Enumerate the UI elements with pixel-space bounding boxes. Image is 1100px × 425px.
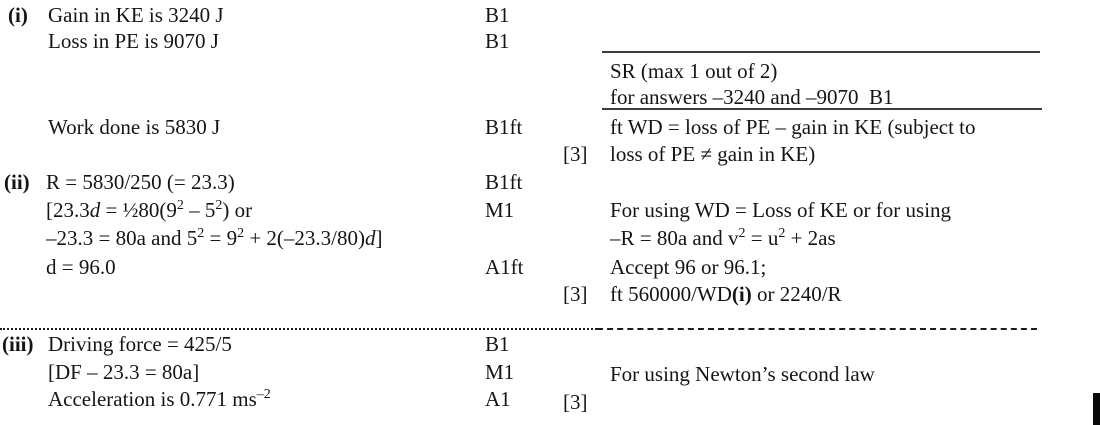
c2-sup: 2 [778,226,786,241]
working-d-result: d = 96.0 [46,255,116,279]
eq1-var-d: d [89,198,101,222]
part-label-i: (i) [8,3,28,27]
page-edge-artifact [1093,393,1100,425]
working-loss-pe: Loss in PE is 9070 J [48,29,219,53]
comment-ft-wd-1: ft WD = loss of PE – gain in KE (subject… [610,115,976,139]
mark-code-b1ft: B1ft [485,115,523,139]
eq1-text: = ½80(9 [100,198,177,222]
eq2-text: + 2(–23.3/80) [244,226,366,250]
comment-suvat-eq: –R = 80a and v2 = u2 + 2as [610,225,836,251]
section-divider-dotted [0,328,597,330]
part-i-total: [3] [563,142,588,166]
comment-accept: Accept 96 or 96.1; [610,255,767,279]
eq2-text: –23.3 = 80a and 5 [46,226,198,250]
comment-sr-detail: for answers –3240 and –9070 B1 [610,85,894,109]
mark-code-m1-2: M1 [485,360,515,384]
working-energy-eq: [23.3d = ½80(92 – 52) or [46,197,252,223]
comment-ft-wd-2: loss of PE ≠ gain in KE) [610,142,816,166]
mark-code-b1ft-2: B1ft [485,170,523,194]
eq2-text: ] [375,226,383,250]
comment-for-using-wd: For using WD = Loss of KE or for using [610,198,952,222]
working-work-done: Work done is 5830 J [48,115,221,139]
acc-text: Acceleration is 0.771 ms [48,387,257,411]
c4-text: or 2240/R [751,282,842,306]
part-label-iii: (iii) [2,332,34,356]
c2-text: + 2as [785,226,836,250]
eq1-text: ) or [222,198,253,222]
working-resistance: R = 5830/250 (= 23.3) [46,170,235,194]
eq2-var-d: d [365,226,376,250]
comment-ft-560000: ft 560000/WD(i) or 2240/R [610,281,842,307]
eq1-text: – 5 [183,198,216,222]
eq2-sup: 2 [197,226,205,241]
c4-text: ft 560000/WD [610,282,732,306]
mark-code-b1-c: B1 [485,332,510,356]
c2-text: –R = 80a and v [610,226,739,250]
part-label-ii: (ii) [4,170,30,194]
section-divider-dashed [597,328,1037,330]
mark-code-m1: M1 [485,198,515,222]
c2-sup: 2 [738,226,746,241]
sr-rule-top [602,51,1040,53]
eq2-text: = 9 [204,226,238,250]
comment-newtons-law: For using Newton’s second law [610,362,875,386]
working-newton-eq: –23.3 = 80a and 52 = 92 + 2(–23.3/80)d] [46,225,383,251]
c4-bold-ref: (i) [731,282,752,306]
working-gain-ke: Gain in KE is 3240 J [48,3,224,27]
mark-code-b1-b: B1 [485,29,510,53]
working-driving-force: Driving force = 425/5 [48,332,232,356]
mark-code-b1-a: B1 [485,3,510,27]
sr-rule-bottom [602,108,1042,110]
part-iii-total: [3] [563,390,588,414]
acc-sup: –2 [256,387,271,402]
comment-sr-title: SR (max 1 out of 2) [610,59,778,83]
eq1-sup: 2 [215,198,223,213]
eq1-sup: 2 [176,198,184,213]
working-df-eq: [DF – 23.3 = 80a] [48,360,200,384]
eq1-text: [23.3 [46,198,90,222]
working-acceleration: Acceleration is 0.771 ms–2 [48,386,271,412]
mark-code-a1ft: A1ft [485,255,524,279]
eq2-sup: 2 [237,226,245,241]
mark-code-a1: A1 [485,387,511,411]
c2-text: = u [745,226,779,250]
part-ii-total: [3] [563,282,588,306]
